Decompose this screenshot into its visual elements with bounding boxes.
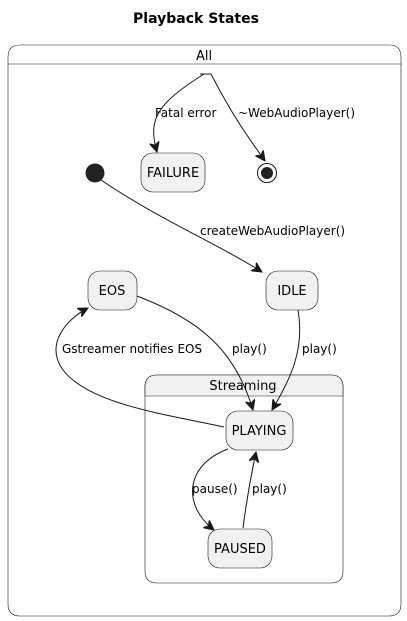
container-all-frame: [7, 44, 402, 617]
container-all: All: [7, 44, 402, 617]
edge-eos-notify: [55, 308, 225, 428]
initial-state-node: [85, 163, 105, 183]
diagram-title: Playback States: [133, 11, 259, 27]
label-destroy: ~WebAudioPlayer(): [238, 106, 355, 120]
state-eos: EOS: [87, 270, 138, 311]
state-failure: FAILURE: [140, 152, 206, 193]
state-playing: PLAYING: [225, 410, 294, 451]
state-paused: PAUSED: [207, 528, 273, 569]
label-idle-play: play(): [302, 342, 337, 356]
label-eos-play: play(): [232, 342, 267, 356]
label-paused-play: play(): [252, 482, 287, 496]
transitions: [55, 73, 301, 530]
container-all-label: All: [196, 49, 212, 64]
edge-idle-play: [272, 309, 301, 410]
edge-pause: [192, 448, 229, 530]
edge-paused-play: [242, 452, 256, 529]
state-eos-label: EOS: [99, 284, 126, 299]
label-pause: pause(): [192, 482, 238, 496]
state-failure-label: FAILURE: [147, 166, 199, 181]
edge-fatal-error: [154, 73, 205, 152]
state-playing-label: PLAYING: [232, 424, 287, 439]
label-fatal-error: Fatal error: [155, 106, 216, 120]
state-idle: IDLE: [265, 270, 319, 311]
state-idle-label: IDLE: [277, 284, 306, 299]
edge-destroy: [210, 73, 265, 161]
edge-create: [100, 179, 262, 272]
container-streaming-label: Streaming: [209, 379, 276, 394]
state-paused-label: PAUSED: [214, 542, 266, 557]
label-create: createWebAudioPlayer(): [200, 224, 345, 238]
label-eos-notify: Gstreamer notifies EOS: [62, 342, 202, 356]
final-state-node: [257, 163, 277, 183]
edge-eos-play: [136, 295, 253, 410]
